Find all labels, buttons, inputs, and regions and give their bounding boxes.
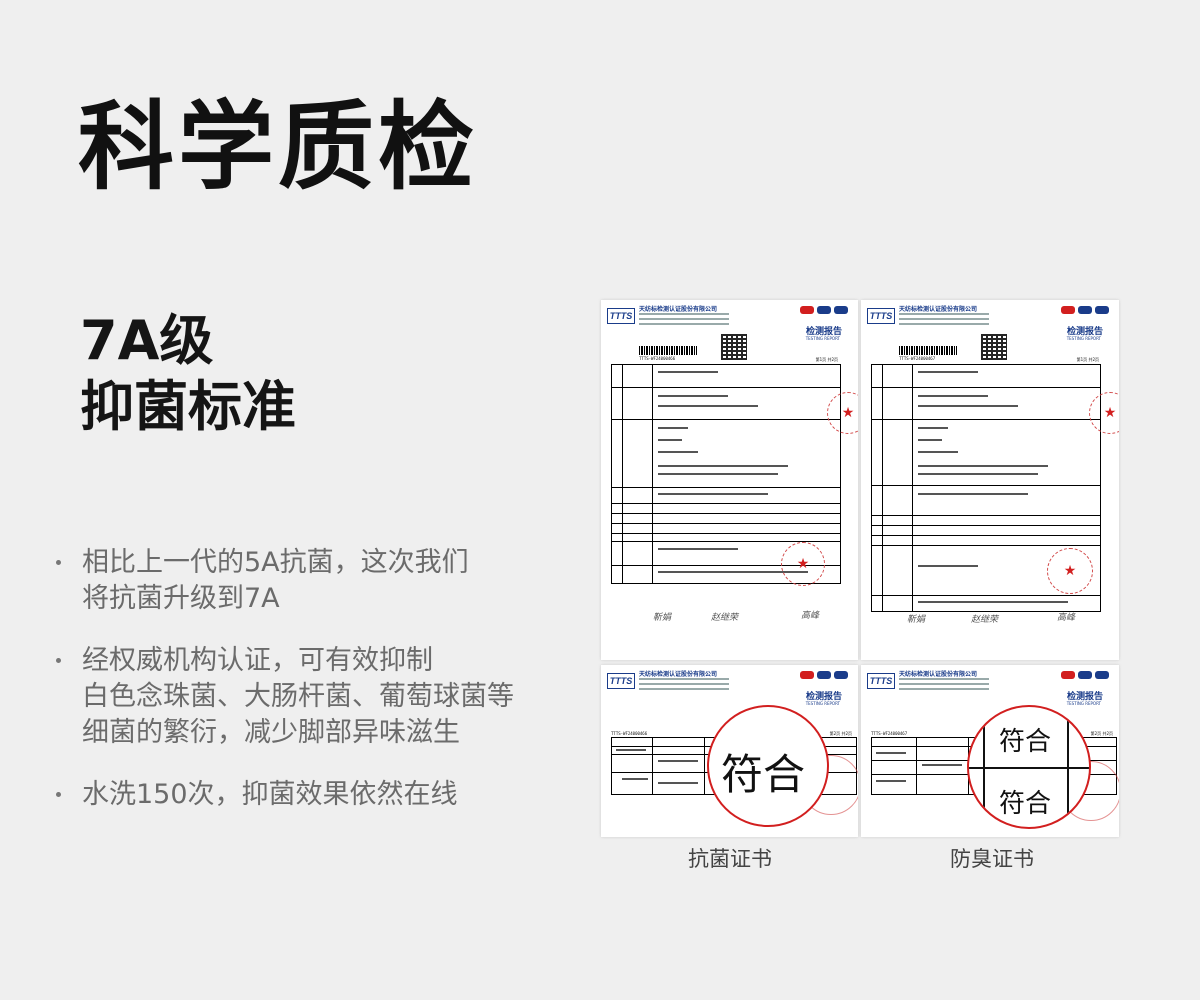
report-header: TTTS 天纺标检测认证股份有限公司 检测报告 TESTING REPORT <box>607 304 852 348</box>
cma-badge-icon <box>800 671 814 679</box>
standard-level: 7A级 <box>80 309 214 372</box>
bullet-dot-icon <box>56 658 61 663</box>
org-name: 天纺标检测认证股份有限公司 <box>639 306 718 313</box>
accreditation-badges <box>800 671 848 679</box>
accreditation-badges <box>1061 671 1109 679</box>
antibacterial-certificate: TTTS 天纺标检测认证股份有限公司 检测报告 TESTING REPORT T… <box>601 665 858 837</box>
org-subtitle-lines <box>899 313 989 328</box>
qr-code <box>981 334 1007 360</box>
report-table <box>611 364 841 584</box>
report-header: TTTS 天纺标检测认证股份有限公司 检测报告 TESTING REPORT <box>867 304 1113 348</box>
bullet-dot-icon <box>56 792 61 797</box>
test-report-page-1: TTTS 天纺标检测认证股份有限公司 检测报告 TESTING REPORT T… <box>601 300 858 660</box>
conform-text: 符合 <box>999 727 1052 757</box>
cnas-badge-icon <box>1095 306 1109 314</box>
barcode <box>899 346 957 355</box>
page-number: 第2页 共2页 <box>1090 731 1113 736</box>
qr-code <box>721 334 747 360</box>
standard-label: 抑菌标准 <box>80 375 296 438</box>
report-subtitle: TESTING REPORT <box>805 336 840 341</box>
cma-badge-icon <box>1061 306 1075 314</box>
cma-badge-icon <box>800 306 814 314</box>
tts-logo: TTTS <box>867 673 895 689</box>
feature-line: 相比上一代的5A抗菌，这次我们 <box>82 547 469 578</box>
cnas-badge-icon <box>1095 671 1109 679</box>
anti-odor-caption: 防臭证书 <box>950 847 1034 871</box>
cnas-badge-icon <box>834 671 848 679</box>
official-seal: ★ <box>827 392 858 434</box>
feature-line: 经权威机构认证，可有效抑制 <box>82 645 433 676</box>
report-subtitle: TESTING REPORT <box>1066 701 1101 706</box>
feature-line: 白色念珠菌、大肠杆菌、葡萄球菌等 <box>82 681 514 712</box>
report-title: 检测报告 <box>805 692 842 702</box>
conform-text: 符合 <box>999 789 1052 819</box>
report-number: TTTS-WF24000466 <box>611 731 648 736</box>
report-subtitle: TESTING REPORT <box>1066 336 1101 341</box>
report-title: 检测报告 <box>805 327 842 337</box>
feature-list: 相比上一代的5A抗菌，这次我们 将抗菌升级到7A 经权威机构认证，可有效抑制 白… <box>52 545 572 839</box>
page-number: 第1页 共2页 <box>815 357 838 362</box>
star-icon: ★ <box>1063 563 1077 579</box>
org-subtitle-lines <box>639 313 729 328</box>
org-subtitle-lines <box>899 678 989 693</box>
report-subtitle: TESTING REPORT <box>805 701 840 706</box>
report-header: TTTS 天纺标检测认证股份有限公司 检测报告 TESTING REPORT <box>867 669 1113 713</box>
antibacterial-caption: 抗菌证书 <box>688 847 772 871</box>
magnified-conform-circle: 符合 <box>707 705 829 827</box>
page-number: 第2页 共2页 <box>829 731 852 736</box>
feature-line: 细菌的繁衍，减少脚部异味滋生 <box>82 717 460 748</box>
signature: 高峰 <box>801 611 820 621</box>
feature-line: 将抗菌升级到7A <box>82 583 280 614</box>
table-rule <box>969 767 1089 769</box>
star-icon: ★ <box>1103 405 1117 421</box>
cma-badge-icon <box>1061 671 1075 679</box>
cnas-badge-icon <box>834 306 848 314</box>
anti-odor-certificate: TTTS 天纺标检测认证股份有限公司 检测报告 TESTING REPORT T… <box>861 665 1119 837</box>
signature: 赵继荣 <box>971 615 999 625</box>
signature: 赵继荣 <box>711 613 739 623</box>
ilac-badge-icon <box>1078 671 1092 679</box>
feature-item: 经权威机构认证，可有效抑制 白色念珠菌、大肠杆菌、葡萄球菌等 细菌的繁衍，减少脚… <box>52 643 572 751</box>
signature: 靳娟 <box>907 615 926 625</box>
org-name: 天纺标检测认证股份有限公司 <box>899 306 978 313</box>
feature-item: 相比上一代的5A抗菌，这次我们 将抗菌升级到7A <box>52 545 572 617</box>
org-subtitle-lines <box>639 678 729 693</box>
report-number: TTTS-WF24000467 <box>871 731 908 736</box>
ilac-badge-icon <box>817 671 831 679</box>
report-header: TTTS 天纺标检测认证股份有限公司 检测报告 TESTING REPORT <box>607 669 852 713</box>
tts-logo: TTTS <box>607 673 635 689</box>
org-name: 天纺标检测认证股份有限公司 <box>639 671 718 678</box>
table-rule <box>983 707 985 827</box>
bullet-dot-icon <box>56 560 61 565</box>
org-name: 天纺标检测认证股份有限公司 <box>899 671 978 678</box>
standard-heading: 7A级 抑菌标准 <box>80 308 296 440</box>
test-report-page-2: TTTS 天纺标检测认证股份有限公司 检测报告 TESTING REPORT T… <box>861 300 1119 660</box>
tts-logo: TTTS <box>867 308 895 324</box>
report-table <box>871 364 1101 612</box>
signature: 靳娟 <box>653 613 672 623</box>
official-seal: ★ <box>1047 548 1093 594</box>
signature: 高峰 <box>1057 613 1076 623</box>
tts-logo: TTTS <box>607 308 635 324</box>
report-title: 检测报告 <box>1066 327 1103 337</box>
accreditation-badges <box>1061 306 1109 314</box>
ilac-badge-icon <box>817 306 831 314</box>
feature-item: 水洗150次，抑菌效果依然在线 <box>52 777 572 813</box>
magnified-conform-circle: 符合 符合 <box>967 705 1091 829</box>
page-title: 科学质检 <box>78 91 478 203</box>
report-title: 检测报告 <box>1066 692 1103 702</box>
report-number: TTTS-WF24000467 <box>899 356 936 361</box>
table-rule <box>1067 707 1069 827</box>
page-number: 第1页 共2页 <box>1076 357 1099 362</box>
ilac-badge-icon <box>1078 306 1092 314</box>
report-number: TTTS-WF24000466 <box>639 356 676 361</box>
star-icon: ★ <box>841 405 855 421</box>
star-icon: ★ <box>796 556 810 572</box>
feature-line: 水洗150次，抑菌效果依然在线 <box>82 779 458 810</box>
conform-text: 符合 <box>721 750 806 799</box>
official-seal: ★ <box>781 542 825 586</box>
barcode <box>639 346 697 355</box>
accreditation-badges <box>800 306 848 314</box>
